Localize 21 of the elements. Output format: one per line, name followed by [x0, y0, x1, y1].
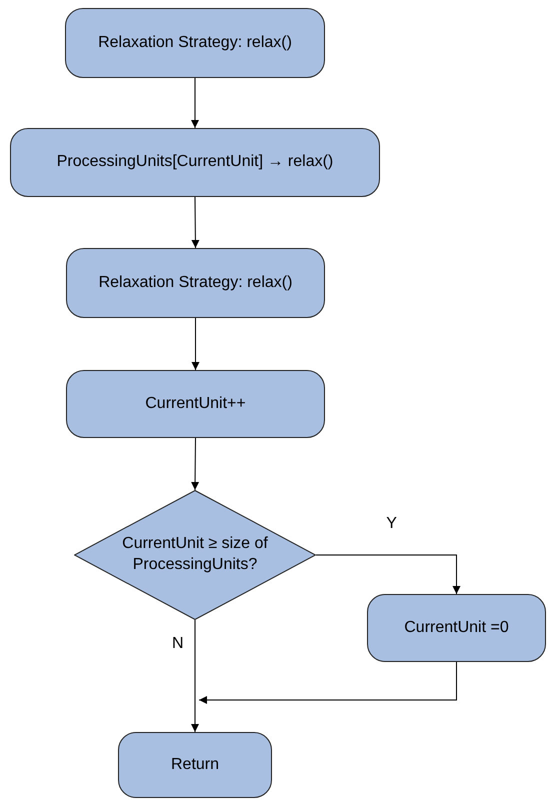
node-text: Relaxation Strategy: relax(): [98, 32, 292, 53]
arrow: [191, 196, 200, 248]
process-box: [66, 370, 325, 438]
arrow: [198, 662, 457, 704]
process-box: [367, 594, 546, 662]
node-text: ProcessingUnits[CurrentUnit] → relax(): [56, 152, 334, 172]
node-text: CurrentUnit =0: [404, 618, 509, 638]
decision-diamond: [74, 490, 316, 620]
node-text: CurrentUnit++: [145, 394, 246, 414]
node-text: Relaxation Strategy: relax(): [98, 272, 292, 293]
arrow: [191, 438, 200, 490]
arrow: [191, 620, 199, 732]
process-box: [66, 248, 325, 318]
node-text: CurrentUnit ≥ size of ProcessingUnits?: [121, 534, 269, 575]
process-box: [118, 732, 272, 798]
node-text: Return: [170, 754, 220, 775]
arrow: [192, 318, 200, 370]
process-box: [65, 8, 325, 78]
arrow: [191, 78, 199, 128]
arrow: [316, 554, 460, 594]
process-box: [10, 128, 380, 197]
